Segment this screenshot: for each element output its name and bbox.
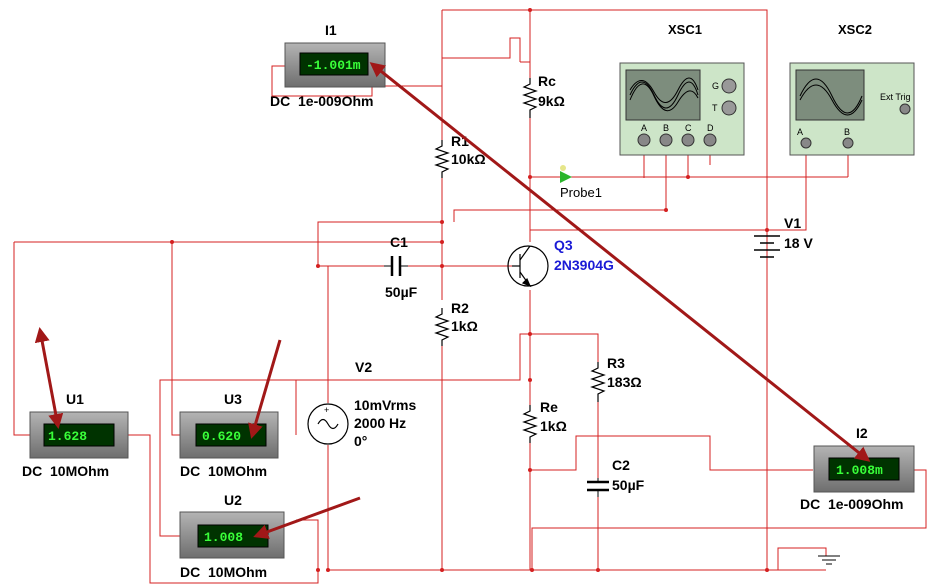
u2-name: U2 xyxy=(224,492,242,508)
wires xyxy=(13,9,927,584)
probe-icon[interactable] xyxy=(560,165,572,183)
resistor-rc[interactable] xyxy=(522,78,538,118)
ground-icon xyxy=(818,555,840,565)
u3-mode: DC 10MOhm xyxy=(180,463,267,479)
i2-name: I2 xyxy=(856,425,868,441)
i2-mode: DC 1e-009Ohm xyxy=(800,496,903,512)
rc-value: 9kΩ xyxy=(538,93,565,109)
probe-label: Probe1 xyxy=(560,185,602,200)
i1-reading: -1.001m xyxy=(306,58,361,73)
xsc2-channel-a: A xyxy=(797,127,803,137)
capacitor-c1[interactable] xyxy=(390,256,402,276)
c2-name: C2 xyxy=(612,457,630,473)
xsc1-channel-c: C xyxy=(685,123,692,133)
xsc1-port-t: T xyxy=(712,103,718,113)
xsc2-ext-trig: Ext Trig xyxy=(880,92,911,102)
resistor-re[interactable] xyxy=(522,405,538,443)
xsc2-name: XSC2 xyxy=(838,22,872,37)
q3-name: Q3 xyxy=(554,237,573,253)
i1-mode: DC 1e-009Ohm xyxy=(270,93,373,109)
re-value: 1kΩ xyxy=(540,418,567,434)
xsc1-port-g: G xyxy=(712,81,719,91)
q3-model: 2N3904G xyxy=(554,257,614,273)
arrow-u3 xyxy=(248,339,282,439)
arrow-i1-i2 xyxy=(369,62,871,462)
u1-name: U1 xyxy=(66,391,84,407)
r2-name: R2 xyxy=(451,300,469,316)
xsc2-channel-b: B xyxy=(844,127,850,137)
xsc1-channel-a: A xyxy=(641,123,647,133)
u2-reading: 1.008 xyxy=(204,530,243,545)
v2-frequency: 2000 Hz xyxy=(354,415,406,431)
c2-value: 50µF xyxy=(612,477,645,493)
i2-reading: 1.008m xyxy=(836,463,883,478)
v2-amplitude: 10mVrms xyxy=(354,397,416,413)
capacitor-c2[interactable] xyxy=(587,480,609,492)
oscilloscope-xsc1[interactable] xyxy=(619,62,745,156)
u1-mode: DC 10MOhm xyxy=(22,463,109,479)
u3-reading: 0.620 xyxy=(202,429,241,444)
r3-name: R3 xyxy=(607,355,625,371)
r1-value: 10kΩ xyxy=(451,151,486,167)
v1-value: 18 V xyxy=(784,235,813,251)
re-name: Re xyxy=(540,399,558,415)
oscilloscope-xsc2[interactable] xyxy=(789,62,915,156)
ac-source-v2[interactable]: + xyxy=(307,403,349,445)
arrow-u1 xyxy=(34,327,64,429)
arrow-u2 xyxy=(253,496,361,539)
u3-name: U3 xyxy=(224,391,242,407)
v2-phase: 0° xyxy=(354,433,367,449)
c1-value: 50µF xyxy=(385,284,418,300)
c1-name: C1 xyxy=(390,234,408,250)
xsc1-name: XSC1 xyxy=(668,22,702,37)
xsc1-channel-b: B xyxy=(663,123,669,133)
u1-reading: 1.628 xyxy=(48,429,87,444)
svg-text:+: + xyxy=(324,405,329,415)
rc-name: Rc xyxy=(538,73,556,89)
v2-name: V2 xyxy=(355,359,372,375)
r2-value: 1kΩ xyxy=(451,318,478,334)
resistor-r1[interactable] xyxy=(434,140,450,178)
i1-name: I1 xyxy=(325,22,337,38)
annotation-arrows xyxy=(34,62,871,539)
r3-value: 183Ω xyxy=(607,374,642,390)
transistor-q3[interactable] xyxy=(507,245,549,288)
resistor-r3[interactable] xyxy=(590,362,606,402)
u2-mode: DC 10MOhm xyxy=(180,564,267,580)
voltmeter-u1[interactable] xyxy=(29,411,129,459)
v1-name: V1 xyxy=(784,215,801,231)
xsc1-channel-d: D xyxy=(707,123,714,133)
resistor-r2[interactable] xyxy=(434,308,450,346)
ammeter-i1[interactable] xyxy=(284,42,386,88)
